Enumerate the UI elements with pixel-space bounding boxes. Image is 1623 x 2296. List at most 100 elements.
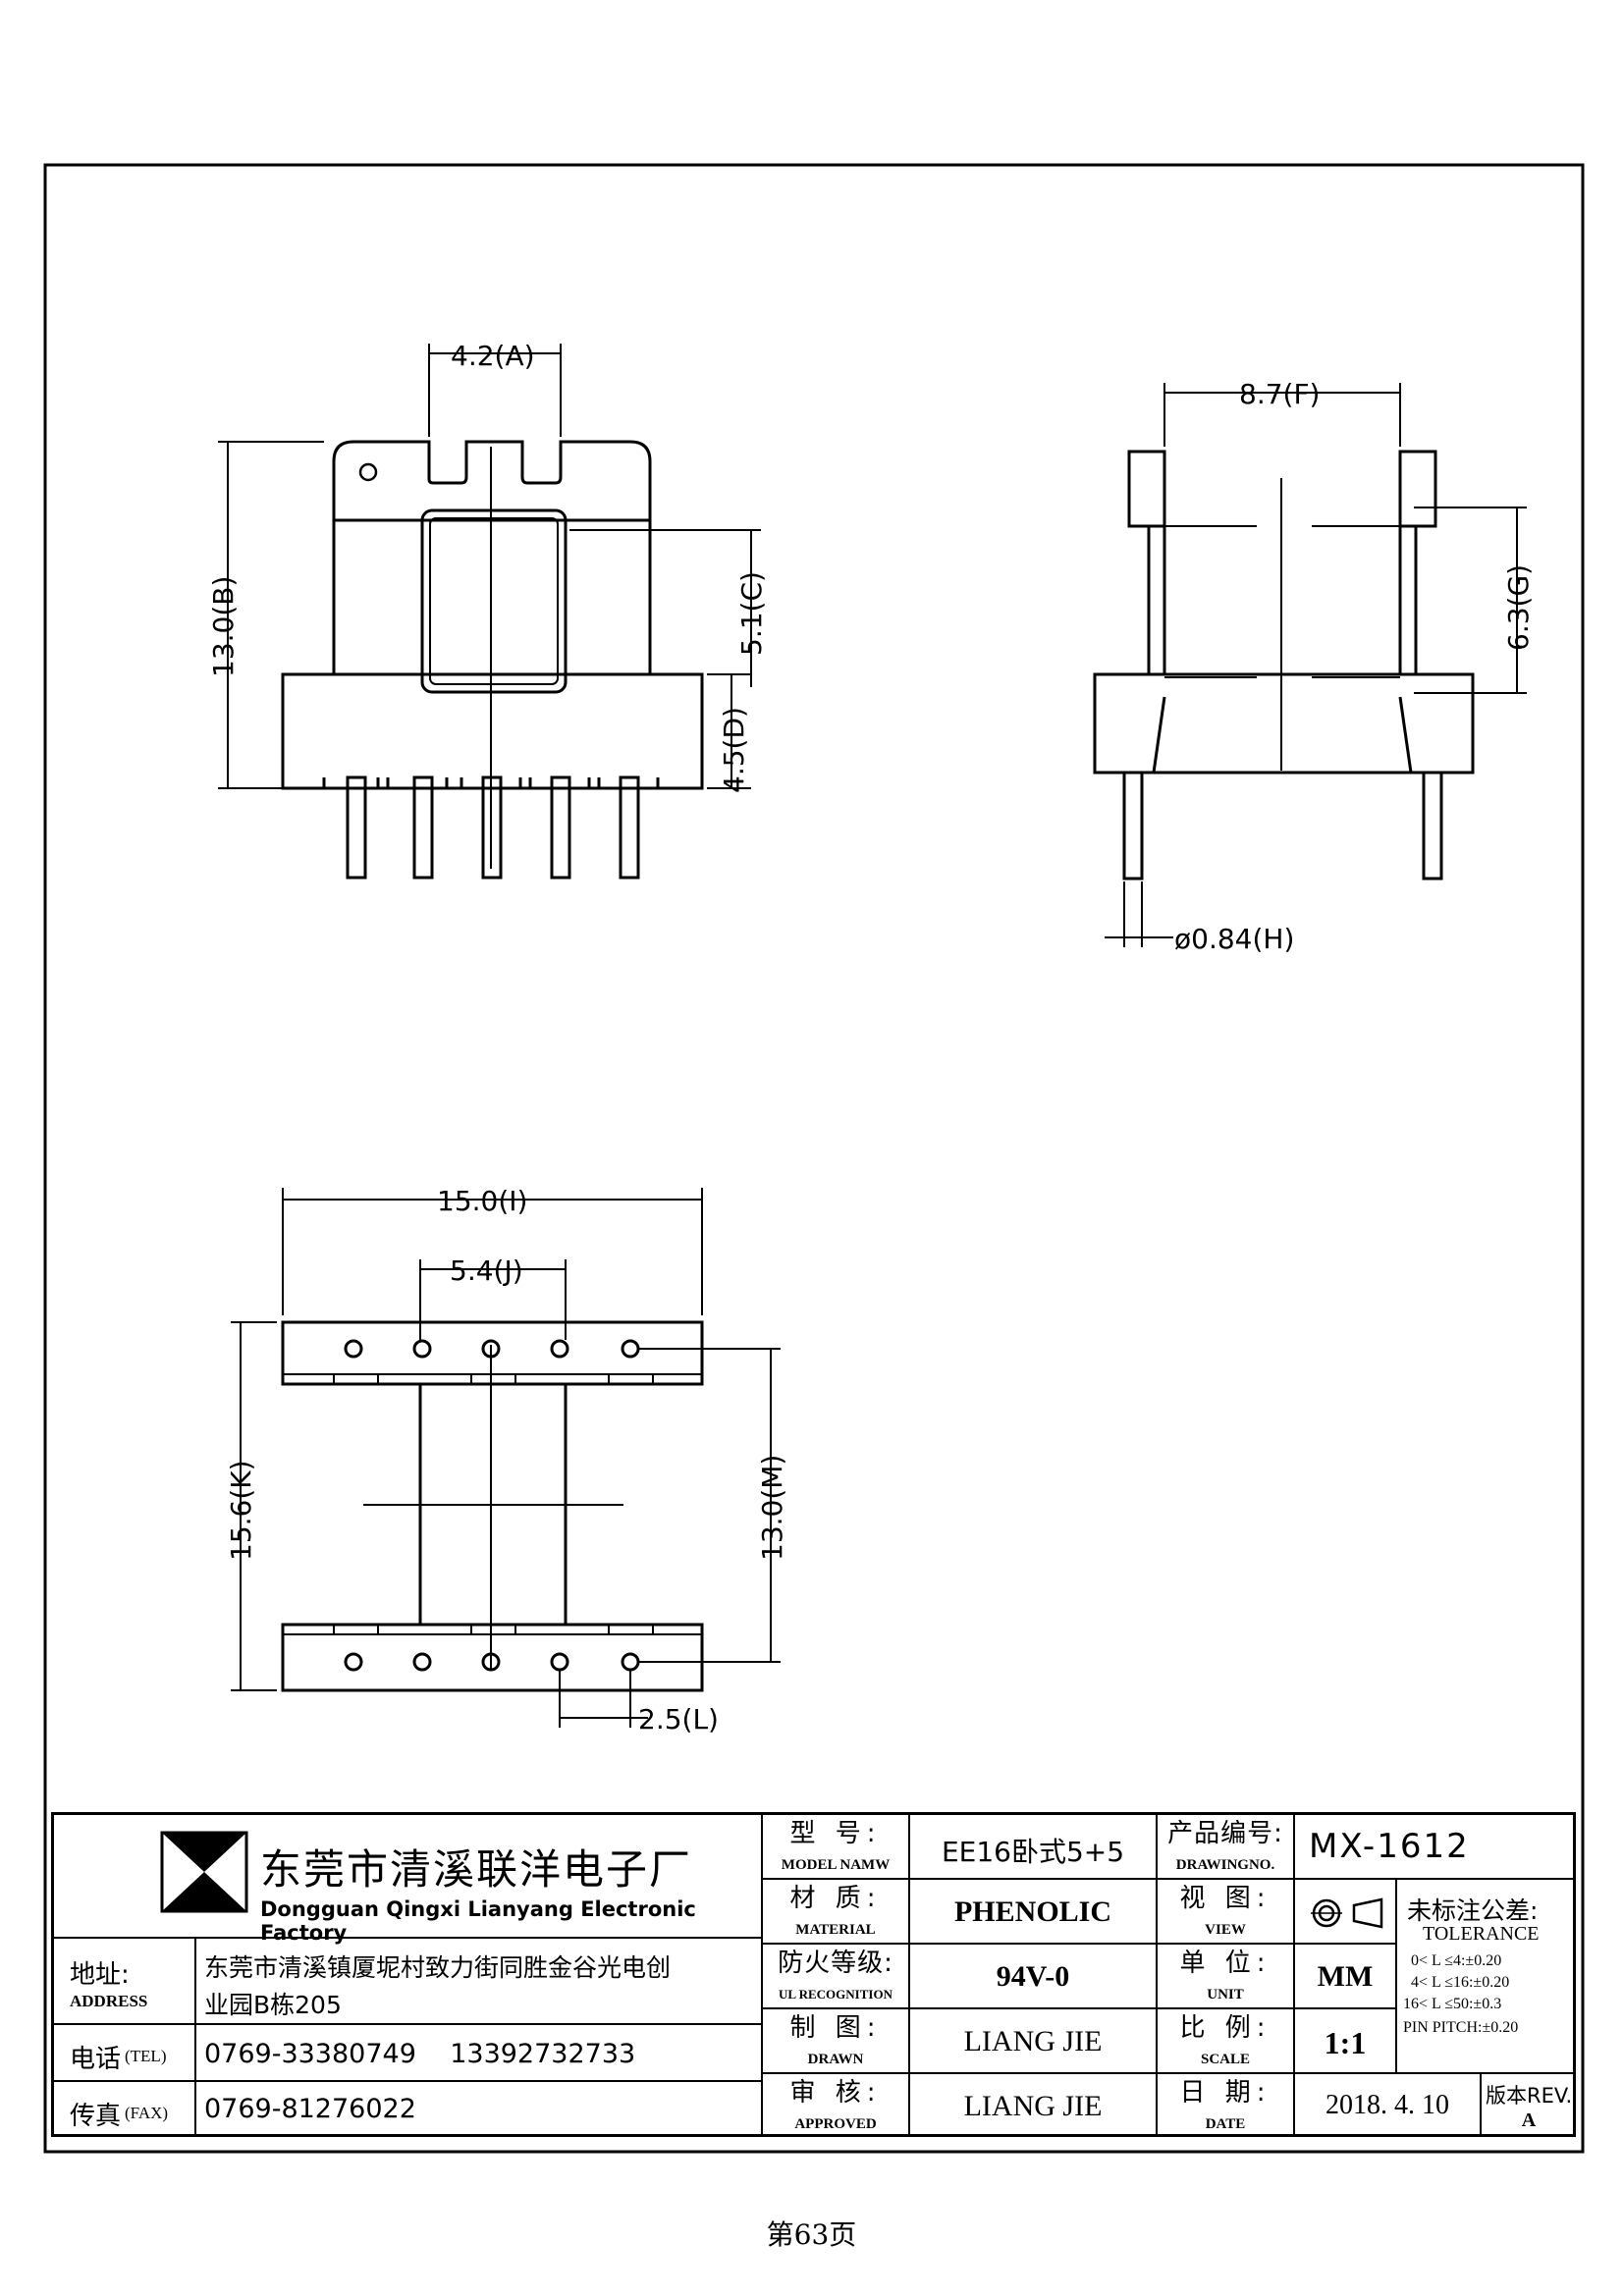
model-label-en: MODEL NAMW	[781, 1857, 891, 1873]
date-label-cell: 日 期: DATE	[1158, 2074, 1295, 2137]
ul-label-cn: 防火等级:	[778, 1949, 893, 1978]
fax-label-cell: 传真 (FAX)	[54, 2082, 196, 2137]
side-view-dimensions	[1105, 383, 1527, 947]
page-number: 第63页	[766, 2218, 857, 2251]
address-value-cell: 东莞市清溪镇厦坭村致力街同胜金谷光电创 业园B栋205	[196, 1939, 763, 2025]
date-value: 2018. 4. 10	[1325, 2090, 1449, 2120]
scale-label-en: SCALE	[1200, 2052, 1251, 2067]
approved-label-cn: 审 核:	[789, 2078, 882, 2108]
address-line-2: 业园B栋205	[204, 1991, 342, 2019]
view-label-cn: 视 图:	[1179, 1884, 1271, 1913]
tolerance-label-cn: 未标注公差:	[1407, 1896, 1539, 1925]
revision-value: A	[1521, 2109, 1537, 2131]
ul-label-en: UL RECOGNITION	[779, 1987, 893, 2002]
side-view	[1093, 450, 1475, 881]
date-label-cn: 日 期:	[1179, 2078, 1271, 2108]
company-name-cn: 东莞市清溪联洋电子厂	[260, 1845, 693, 1894]
projection-symbol-icon	[1311, 1897, 1383, 1929]
front-view-dimensions	[218, 344, 761, 789]
fax-value: 0769-81276022	[204, 2094, 416, 2124]
dim-g-label: 6.3(G)	[1502, 564, 1535, 651]
view-label-cell: 视 图: VIEW	[1158, 1880, 1295, 1945]
model-value-cell: EE16卧式5+5	[910, 1815, 1158, 1880]
approved-value-cell: LIANG JIE	[910, 2074, 1158, 2137]
dim-c-label: 5.1(C)	[735, 571, 768, 656]
dim-b-label: 13.0(B)	[207, 576, 240, 677]
ul-label-cell: 防火等级: UL RECOGNITION	[763, 1945, 910, 2009]
dim-m-label: 13.0(M)	[756, 1455, 788, 1561]
revision-cell: 版本REV. A	[1482, 2074, 1576, 2137]
approved-value: LIANG JIE	[963, 2090, 1103, 2122]
material-label-en: MATERIAL	[795, 1922, 876, 1938]
unit-label-cn: 单 位:	[1179, 1949, 1271, 1978]
tolerance-line-4: PIN PITCH:±0.20	[1403, 2019, 1519, 2036]
ul-value: 94V-0	[996, 1960, 1070, 1993]
material-label-cell: 材 质: MATERIAL	[763, 1880, 910, 1945]
address-label-en: ADDRESS	[70, 1992, 148, 2010]
tel-label-cell: 电话 (TEL)	[54, 2025, 196, 2082]
address-label-cn: 地址:	[70, 1960, 130, 1990]
drawn-label-en: DRAWN	[807, 2052, 864, 2067]
model-value: EE16卧式5+5	[941, 1836, 1125, 1868]
model-label-cn: 型 号:	[789, 1819, 882, 1848]
tel-value-cell: 0769-33380749 13392732733	[196, 2025, 763, 2082]
view-label-en: VIEW	[1205, 1922, 1246, 1938]
scale-value-cell: 1:1	[1295, 2009, 1397, 2074]
drawn-value: LIANG JIE	[963, 2025, 1103, 2057]
bottom-view-dimensions	[231, 1188, 781, 1728]
dim-l-label: 2.5(L)	[638, 1703, 719, 1735]
unit-label-cell: 单 位: UNIT	[1158, 1945, 1295, 2009]
tolerance-line-2: 4< L ≤16:±0.20	[1411, 1974, 1510, 1991]
tolerance-line-3: 16< L ≤50:±0.3	[1403, 1996, 1502, 2012]
dim-a-label: 4.2(A)	[451, 340, 535, 372]
fax-value-cell: 0769-81276022	[196, 2082, 763, 2137]
drawn-label-cell: 制 图: DRAWN	[763, 2009, 910, 2074]
drawingno-label-cell: 产品编号: DRAWINGNO.	[1158, 1815, 1295, 1880]
drawingno-value: MX-1612	[1309, 1827, 1470, 1866]
tolerance-cell: 未标注公差: TOLERANCE 0< L ≤4:±0.20 4< L ≤16:…	[1397, 1880, 1576, 2074]
scale-label-cell: 比 例: SCALE	[1158, 2009, 1295, 2074]
tolerance-label-en: TOLERANCE	[1423, 1923, 1540, 1945]
unit-label-en: UNIT	[1207, 1987, 1244, 2002]
dim-j-label: 5.4(J)	[450, 1255, 523, 1287]
company-header: 东莞市清溪联洋电子厂 Dongguan Qingxi Lianyang Elec…	[54, 1815, 763, 1945]
company-logo-icon	[160, 1831, 248, 1913]
address-label-cell: 地址: ADDRESS	[54, 1939, 196, 2025]
date-label-en: DATE	[1205, 2116, 1246, 2132]
tel-label-cn: 电话	[70, 2045, 122, 2074]
tel-value: 0769-33380749 13392732733	[204, 2039, 636, 2069]
drawn-value-cell: LIANG JIE	[910, 2009, 1158, 2074]
sheet-border	[43, 163, 1585, 2154]
revision-label: 版本REV.	[1486, 2084, 1573, 2108]
material-value-cell: PHENOLIC	[910, 1880, 1158, 1945]
dim-i-label: 15.0(I)	[437, 1185, 527, 1217]
approved-label-en: APPROVED	[794, 2116, 877, 2132]
drawingno-value-cell: MX-1612	[1295, 1815, 1576, 1880]
date-value-cell: 2018. 4. 10	[1295, 2074, 1482, 2137]
approved-label-cell: 审 核: APPROVED	[763, 2074, 910, 2137]
unit-value-cell: MM	[1295, 1945, 1397, 2009]
dim-f-label: 8.7(F)	[1239, 378, 1320, 410]
material-value: PHENOLIC	[953, 1896, 1112, 1928]
material-label-cn: 材 质:	[789, 1884, 882, 1913]
scale-value: 1:1	[1324, 2025, 1367, 2060]
tolerance-line-1: 0< L ≤4:±0.20	[1411, 1952, 1502, 1969]
view-symbol-cell	[1295, 1880, 1397, 1945]
dim-k-label: 15.6(K)	[225, 1460, 257, 1561]
company-name-en: Dongguan Qingxi Lianyang Electronic Fact…	[260, 1897, 696, 1945]
drawingno-label-en: DRAWINGNO.	[1175, 1857, 1275, 1873]
model-label-cell: 型 号: MODEL NAMW	[763, 1815, 910, 1880]
scale-label-cn: 比 例:	[1179, 2013, 1271, 2043]
fax-label-cn: 传真	[70, 2102, 122, 2131]
bottom-view	[281, 1320, 704, 1692]
tel-label-en: (TEL)	[125, 2047, 167, 2065]
dim-d-label: 4.5(D)	[718, 707, 750, 793]
dim-h-label: ø0.84(H)	[1174, 923, 1294, 955]
unit-value: MM	[1317, 1960, 1374, 1993]
fax-label-en: (FAX)	[125, 2104, 169, 2122]
front-view	[281, 440, 704, 880]
drawingno-label-cn: 产品编号:	[1167, 1819, 1283, 1848]
title-block: 东莞市清溪联洋电子厂 Dongguan Qingxi Lianyang Elec…	[51, 1812, 1576, 2137]
